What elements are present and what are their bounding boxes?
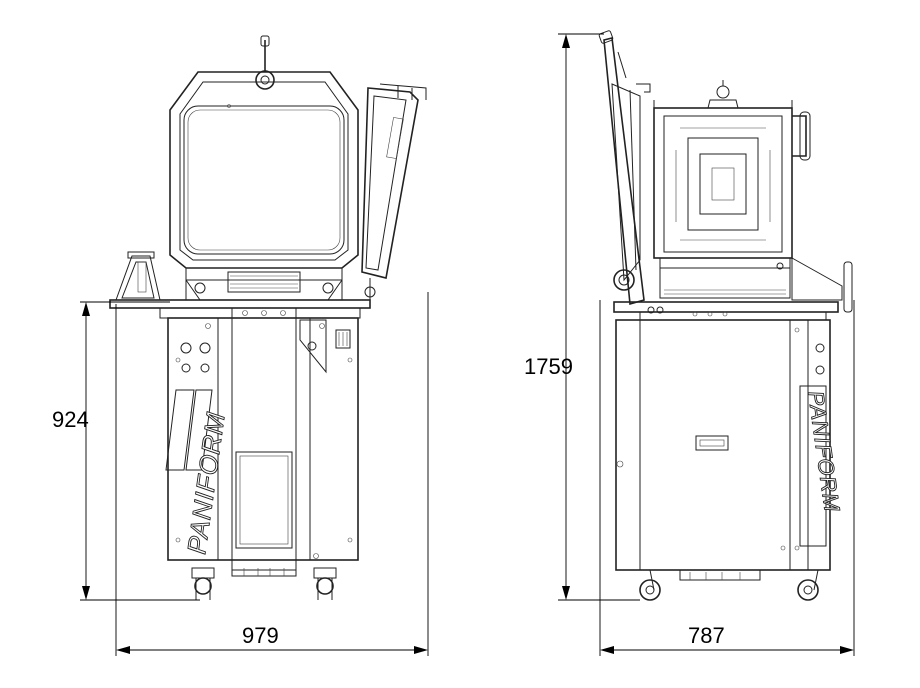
front-casters (191, 567, 337, 600)
front-brand: PANIFORM (165, 389, 231, 556)
dimension-front-height: 924 (52, 301, 200, 601)
side-casters (628, 569, 819, 601)
side-slope (791, 257, 853, 313)
front-cabinet (167, 307, 359, 577)
dim-label-front-width: 979 (242, 623, 279, 648)
front-table-top (109, 299, 371, 319)
front-left-tray (115, 251, 161, 301)
dim-label-side-depth: 787 (688, 623, 725, 648)
front-side-lid (361, 83, 427, 306)
dimension-front-width: 979 (115, 292, 429, 656)
side-brand: PANIFORM (803, 389, 846, 515)
dimension-side-height: 1759 (524, 33, 640, 601)
side-table-top (613, 301, 839, 321)
front-hinge (185, 267, 343, 301)
dimension-side-depth: 787 (599, 300, 855, 656)
front-lid (169, 35, 359, 269)
side-cabinet (615, 319, 831, 581)
dim-label-side-height: 1759 (524, 354, 573, 379)
dim-label-front-height: 924 (52, 407, 89, 432)
side-lid (598, 30, 651, 306)
side-view: PANIFORM (598, 30, 853, 601)
front-view: PANIFORM (109, 35, 427, 600)
side-chamber (653, 80, 811, 299)
brand-text-side: PANIFORM (803, 389, 845, 514)
